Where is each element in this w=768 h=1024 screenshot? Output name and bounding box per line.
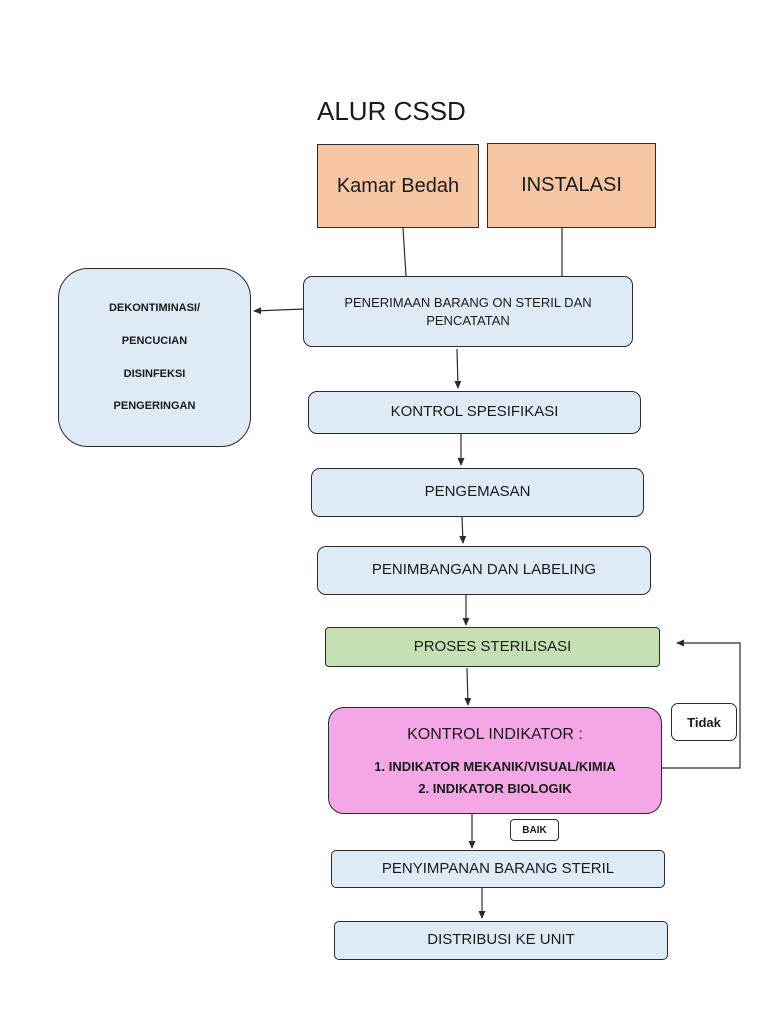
edge-label-tidak: Tidak <box>671 703 737 741</box>
kontrol-indikator-item-2: 2. INDIKATOR BIOLOGIK <box>418 780 572 796</box>
arrow-proses-sterilisasi-kontrol-indikator <box>464 667 472 706</box>
node-penyimpanan-label: PENYIMPANAN BARANG STERIL <box>381 859 615 877</box>
arrow-penerimaan-dekontaminasi <box>253 307 305 315</box>
node-proses-sterilisasi-label: PROSES STERILISASI <box>413 637 572 655</box>
node-dekontaminasi: DEKONTIMINASI/ PENCUCIAN DISINFEKSI PENG… <box>58 268 251 447</box>
edge-label-baik-text: BAIK <box>522 824 547 836</box>
node-pengemasan-label: PENGEMASAN <box>424 483 531 501</box>
node-distribusi-label: DISTRIBUSI KE UNIT <box>427 931 575 949</box>
node-instalasi-label: INSTALASI <box>521 174 622 196</box>
node-kamar-bedah: Kamar Bedah <box>317 144 479 228</box>
node-penerimaan-label: PENERIMAAN BARANG ON STERIL DAN PENCATAT… <box>344 294 592 328</box>
node-kontrol-indikator: KONTROL INDIKATOR : 1. INDIKATOR MEKANIK… <box>328 707 662 814</box>
node-penimbangan-label: PENIMBANGAN DAN LABELING <box>371 561 597 579</box>
node-kamar-bedah-label: Kamar Bedah <box>336 174 460 197</box>
edge-label-tidak-text: Tidak <box>687 714 721 730</box>
node-pengemasan: PENGEMASAN <box>311 468 644 517</box>
dekontaminasi-step-4: PENGERINGAN <box>113 400 196 413</box>
kontrol-indikator-title: KONTROL INDIKATOR : <box>407 725 583 743</box>
edge-label-baik: BAIK <box>510 819 559 841</box>
dekontaminasi-step-3: DISINFEKSI <box>123 367 186 380</box>
node-distribusi: DISTRIBUSI KE UNIT <box>334 921 668 960</box>
dekontaminasi-step-2: PENCUCIAN <box>121 334 188 347</box>
node-kontrol-spesifikasi: KONTROL SPESIFIKASI <box>308 391 641 434</box>
node-instalasi: INSTALASI <box>487 143 656 228</box>
node-penyimpanan: PENYIMPANAN BARANG STERIL <box>331 850 665 888</box>
node-penimbangan: PENIMBANGAN DAN LABELING <box>317 546 651 595</box>
dekontaminasi-step-1: DEKONTIMINASI/ <box>108 301 201 314</box>
page-title: ALUR CSSD <box>317 96 466 126</box>
node-kontrol-spesifikasi-label: KONTROL SPESIFIKASI <box>390 403 559 421</box>
kontrol-indikator-item-1: 1. INDIKATOR MEKANIK/VISUAL/KIMIA <box>374 759 616 775</box>
node-proses-sterilisasi: PROSES STERILISASI <box>325 627 660 667</box>
node-penerimaan: PENERIMAAN BARANG ON STERIL DAN PENCATAT… <box>303 276 633 347</box>
connector-kamar-bedah-penerimaan <box>402 227 407 277</box>
arrow-penerimaan-kontrol-spesifikasi <box>454 348 462 389</box>
arrow-pengemasan-penimbangan <box>459 516 467 544</box>
